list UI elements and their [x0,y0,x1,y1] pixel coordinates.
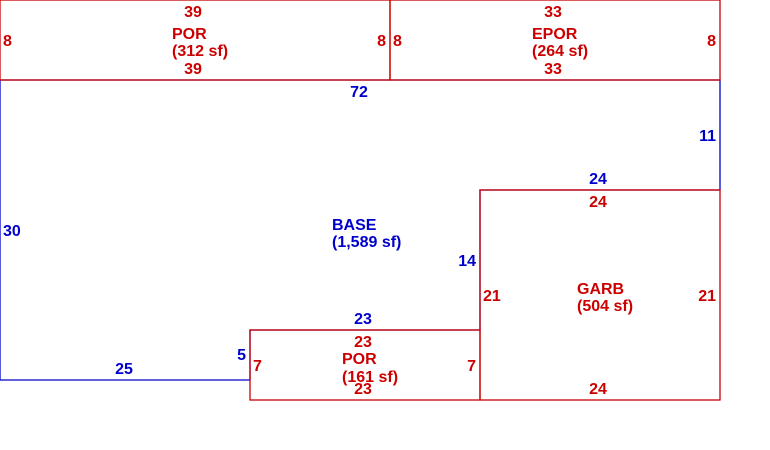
base-name: BASE [332,217,377,234]
por-top-dim-bottom: 39 [184,61,202,78]
garb-area: (504 sf) [577,298,633,315]
base-dim-notch-side: 14 [458,253,476,270]
epor-dim-left: 8 [393,33,402,50]
base-dim-step-top: 23 [354,311,372,328]
base-area: (1,589 sf) [332,234,401,251]
por-bottom-outline [249,329,481,401]
por-bottom-name: POR [342,351,377,368]
por-top-name: POR [172,26,207,43]
por-bottom-dim-top: 23 [354,334,372,351]
base-dim-top: 72 [350,84,368,101]
epor-name: EPOR [532,26,578,43]
por-bottom-dim-bottom: 23 [354,381,372,398]
por-bottom-dim-left: 7 [253,358,262,375]
epor-area: (264 sf) [532,43,588,60]
epor-dim-bottom: 33 [544,61,562,78]
por-bottom-area: (161 sf) [342,369,398,386]
base-dim-right-upper: 11 [699,128,716,145]
garb-name: GARB [577,281,624,298]
garb-dim-top: 24 [589,194,607,211]
epor-dim-top: 33 [544,4,562,21]
base-dim-bottom: 25 [115,361,133,378]
por-top-area: (312 sf) [172,43,228,60]
epor-outline [389,0,721,81]
garb-dim-left: 21 [483,288,501,305]
base-dim-step-side: 5 [237,347,246,364]
base-dim-left: 30 [3,223,21,240]
por-top-dim-right: 8 [377,33,386,50]
epor-dim-right: 8 [707,33,716,50]
por-bottom-dim-right: 7 [467,358,476,375]
garb-dim-right: 21 [698,288,716,305]
base-dim-notch-top: 24 [589,171,607,188]
por-top-dim-top: 39 [184,4,202,21]
garb-dim-bottom: 24 [589,381,607,398]
garb-outline [479,189,721,401]
por-top-dim-left: 8 [3,33,12,50]
